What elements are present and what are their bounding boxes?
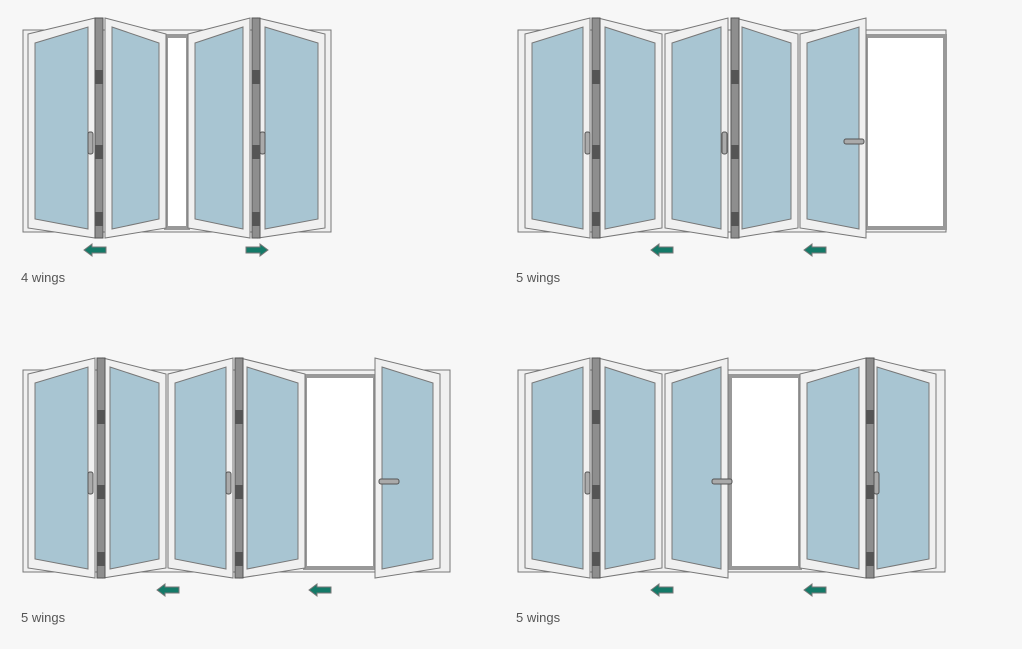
glass-pane <box>806 26 860 230</box>
hinge-icon <box>592 410 600 424</box>
hinge-icon <box>592 485 600 499</box>
hinge-icon <box>592 145 600 159</box>
arrow-right-icon <box>245 243 269 257</box>
glass-pane <box>604 26 656 230</box>
hinge-icon <box>95 212 103 226</box>
handle-icon <box>584 471 591 495</box>
arrow-left-icon <box>308 583 332 597</box>
caption-diagram-1: 4 wings <box>21 270 66 285</box>
glass-pane <box>671 366 722 570</box>
handle-icon <box>873 471 880 495</box>
hinge-icon <box>731 145 739 159</box>
handle-icon <box>87 131 94 155</box>
hinge-icon <box>97 552 105 566</box>
caption-diagram-2: 5 wings <box>516 270 561 285</box>
glass-pane <box>34 26 89 230</box>
glass-pane <box>531 26 584 230</box>
handle-icon <box>87 471 94 495</box>
hinge-icon <box>866 485 874 499</box>
handle-icon <box>259 131 266 155</box>
arrow-left-icon <box>650 583 674 597</box>
hinge-icon <box>866 552 874 566</box>
hinge-post <box>591 17 601 239</box>
handle-icon <box>711 478 733 485</box>
arrow-left-icon <box>650 243 674 257</box>
hinge-icon <box>252 145 260 159</box>
arrow-left-icon <box>803 583 827 597</box>
hinge-icon <box>235 485 243 499</box>
hinge-post <box>251 17 261 239</box>
glass-pane <box>876 366 930 570</box>
hinge-icon <box>95 145 103 159</box>
glass-pane <box>531 366 584 570</box>
hinge-icon <box>866 410 874 424</box>
hinge-post <box>591 357 601 579</box>
hinge-icon <box>97 485 105 499</box>
glass-pane <box>194 26 244 230</box>
hinge-post <box>865 357 875 579</box>
glass-pane <box>174 366 227 570</box>
glass-pane <box>264 26 319 230</box>
hinge-post <box>96 357 106 579</box>
hinge-icon <box>252 70 260 84</box>
glass-pane <box>604 366 656 570</box>
handle-icon <box>584 131 591 155</box>
hinge-icon <box>235 410 243 424</box>
caption-diagram-4: 5 wings <box>516 610 561 625</box>
glass-pane <box>806 366 860 570</box>
glass-pane <box>34 366 89 570</box>
door-opening <box>728 374 802 570</box>
glass-pane <box>381 366 434 570</box>
hinge-icon <box>95 70 103 84</box>
handle-icon <box>225 471 232 495</box>
hinge-icon <box>252 212 260 226</box>
glass-pane <box>741 26 792 230</box>
door-opening <box>303 374 377 570</box>
glass-pane <box>111 26 160 230</box>
arrow-left-icon <box>803 243 827 257</box>
hinge-post <box>94 17 104 239</box>
hinge-post <box>730 17 740 239</box>
hinge-icon <box>592 212 600 226</box>
handle-icon <box>843 138 865 145</box>
glass-pane <box>109 366 160 570</box>
handle-icon <box>378 478 400 485</box>
hinge-post <box>234 357 244 579</box>
hinge-icon <box>235 552 243 566</box>
hinge-icon <box>592 70 600 84</box>
handle-icon <box>721 131 728 155</box>
arrow-left-icon <box>83 243 107 257</box>
glass-pane <box>246 366 299 570</box>
hinge-icon <box>731 70 739 84</box>
door-opening <box>864 34 947 230</box>
door-opening <box>164 34 190 230</box>
hinge-icon <box>731 212 739 226</box>
hinge-icon <box>97 410 105 424</box>
caption-diagram-3: 5 wings <box>21 610 66 625</box>
hinge-icon <box>592 552 600 566</box>
glass-pane <box>671 26 722 230</box>
arrow-left-icon <box>156 583 180 597</box>
